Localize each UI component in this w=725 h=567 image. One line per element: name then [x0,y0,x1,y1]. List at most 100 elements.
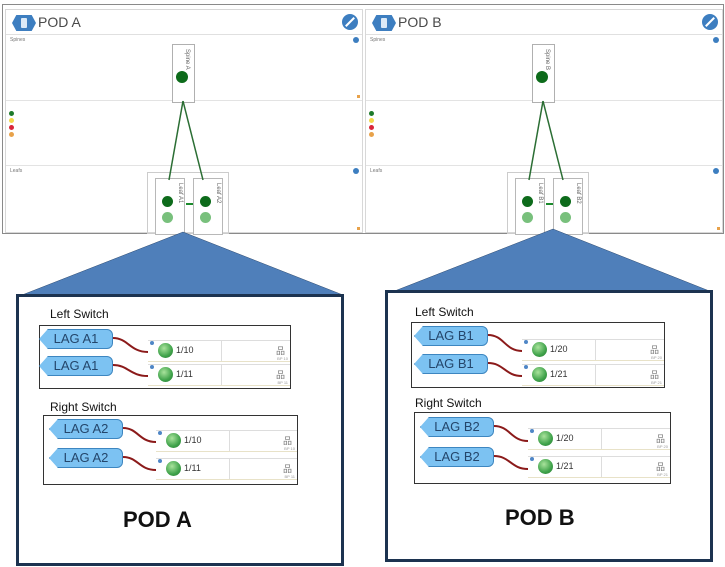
bp-label: BP 21 [651,380,662,385]
pod-b-view: POD B Spines Spine B Leafs [365,9,723,235]
switch-title: Right Switch [415,396,482,410]
resize-handle[interactable] [717,227,720,230]
leaf-status-icon [560,196,571,207]
info-icon [158,431,162,435]
port-label: 1/11 [184,463,201,473]
leafs-section: Leafs Leaf B1 Leaf B2 [366,166,722,235]
leaf-label: Leaf B2 [575,183,581,204]
cable [487,334,523,352]
port-row[interactable]: 1/10 品 BP 10 [148,340,290,362]
pod-b-label: POD B [505,505,575,530]
pod-a-detail-panel: Left Switch LAG A1 LAG A1 1/10 品 BP 10 1… [16,294,344,566]
bp-label: BP 11 [277,380,288,385]
port-status-icon [158,367,173,382]
bp-label: BP 20 [651,355,662,360]
switch-title: Left Switch [50,307,109,321]
port-label: 1/21 [556,461,574,471]
leaf-node[interactable]: Leaf B1 [515,178,545,235]
cable [112,364,149,377]
leaf-port-icon [522,212,533,223]
spine-status-icon [176,71,188,83]
port-status-icon [538,459,553,474]
resize-handle[interactable] [357,95,360,98]
leaf-label: Leaf A1 [177,183,183,204]
bp-label: BP 21 [657,472,668,477]
cable [493,455,529,470]
status-warn-icon [369,118,374,123]
port-row[interactable]: 1/10 品 BP 10 [156,430,297,452]
zoom-icon[interactable] [713,168,719,174]
leaf-status-icon [162,196,173,207]
leaf-pair: Leaf A1 Leaf A2 [147,172,229,235]
cable [122,427,157,443]
spine-node[interactable]: Spine B [532,44,555,103]
pod-b-detail-panel: Left Switch LAG B1 LAG B1 1/20 品 BP 20 1… [385,290,713,562]
fabric-screenshots: POD A Spines Spine A Leafs [2,4,724,235]
info-icon [530,457,534,461]
status-error-icon [9,125,14,130]
network-icon: 品 [655,462,665,472]
port-status-icon [158,343,173,358]
status-minor-icon [9,132,14,137]
network-icon: 品 [275,370,285,380]
info-icon [524,340,528,344]
info-icon [150,365,154,369]
switch-panel: LAG A2 LAG A2 1/10 品 BP 10 1/11 品 BP 11 [43,415,298,485]
leaf-pair: Leaf B1 Leaf B2 [507,172,589,235]
leafs-section: Leafs Leaf A1 Leaf A2 [6,166,362,235]
port-label: 1/20 [550,344,568,354]
leaf-port-icon [560,212,571,223]
lag-tag[interactable]: LAG B2 [420,417,494,437]
status-warn-icon [9,118,14,123]
status-minor-icon [369,132,374,137]
port-status-icon [532,342,547,357]
leaf-node[interactable]: Leaf B2 [553,178,583,235]
pod-a-title: POD A [38,14,81,30]
cable [112,337,149,353]
edit-icon[interactable] [702,14,718,30]
spine-label: Spine B [544,49,550,71]
pod-b-header: POD B [366,10,722,35]
lag-tag[interactable]: LAG A1 [39,356,113,376]
leaf-label: Leaf B1 [537,183,543,204]
bp-label: BP 10 [284,446,295,451]
port-row[interactable]: 1/11 品 BP 11 [156,458,297,480]
lag-tag[interactable]: LAG A2 [49,448,123,468]
network-icon: 品 [649,370,659,380]
network-icon: 品 [655,434,665,444]
pod-icon [372,15,396,31]
lag-tag[interactable]: LAG B1 [414,354,488,374]
lag-tag[interactable]: LAG A2 [49,419,123,439]
port-status-icon [166,461,181,476]
port-row[interactable]: 1/20 品 BP 20 [528,428,670,450]
port-row[interactable]: 1/21 品 BP 21 [528,456,670,478]
network-icon: 品 [275,346,285,356]
pod-a-view: POD A Spines Spine A Leafs [5,9,363,235]
lag-tag[interactable]: LAG B2 [420,447,494,467]
leafs-label: Leafs [370,168,383,174]
port-status-icon [166,433,181,448]
leaf-node[interactable]: Leaf A1 [155,178,185,235]
spines-label: Spines [10,37,26,43]
spines-section: Spines Spine A [6,35,362,103]
edit-icon[interactable] [342,14,358,30]
spine-label: Spine A [184,49,190,70]
resize-handle[interactable] [357,227,360,230]
port-label: 1/10 [184,435,202,445]
zoom-icon[interactable] [353,168,359,174]
bp-label: BP 10 [277,356,288,361]
leaf-node[interactable]: Leaf A2 [193,178,223,235]
port-row[interactable]: 1/21 品 BP 21 [522,364,664,386]
zoom-icon[interactable] [353,37,359,43]
port-row[interactable]: 1/20 品 BP 20 [522,339,664,361]
leaf-port-icon [162,212,173,223]
cable [487,362,523,377]
port-label: 1/11 [176,369,193,379]
status-ok-icon [9,111,14,116]
switch-title: Right Switch [50,400,117,414]
port-row[interactable]: 1/11 品 BP 11 [148,364,290,386]
lag-tag[interactable]: LAG B1 [414,326,488,346]
lag-tag[interactable]: LAG A1 [39,329,113,349]
leafs-label: Leafs [10,168,23,174]
zoom-icon[interactable] [713,37,719,43]
